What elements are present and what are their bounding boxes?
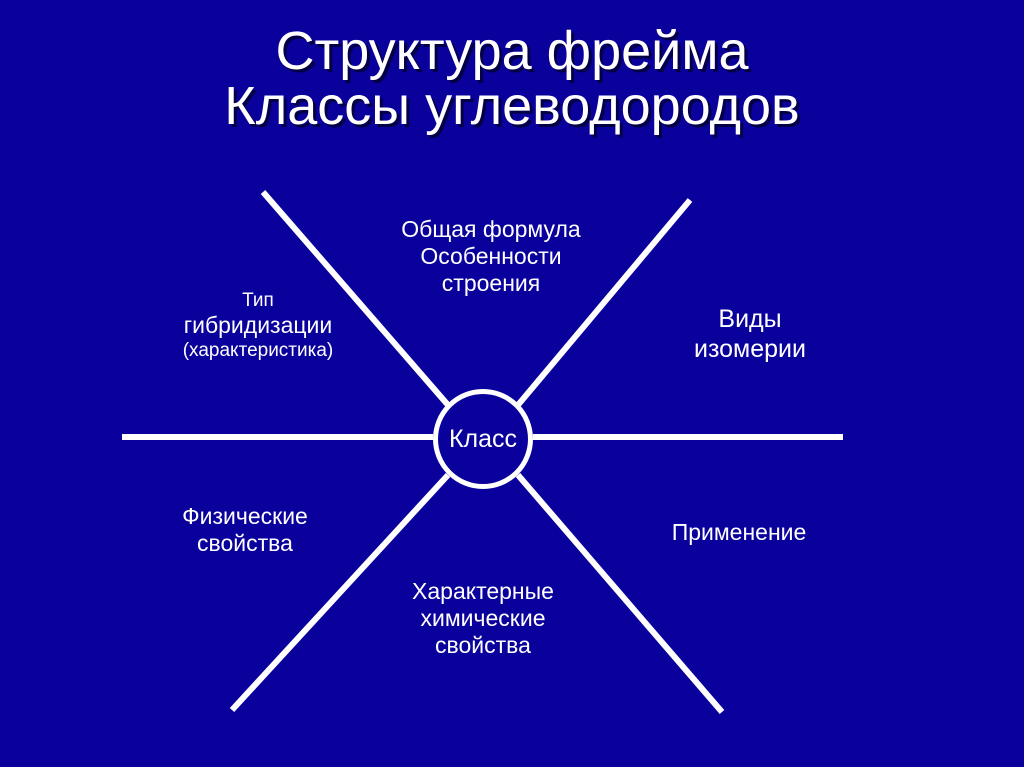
- label-chemical-line-2: химические: [420, 605, 546, 632]
- label-application[interactable]: Применение: [584, 519, 894, 546]
- label-general-formula-line-3: строения: [441, 270, 541, 297]
- title-line-1: Структура фрейма: [275, 21, 749, 81]
- title-line-2: Классы углеводородов: [224, 76, 800, 137]
- spoke-lower-right-line: [515, 473, 725, 714]
- label-isomery-kinds[interactable]: Виды изомерии: [620, 305, 880, 364]
- label-physical-line-2: свойства: [197, 530, 293, 557]
- spoke-upper-left-line: [260, 190, 451, 407]
- spoke-lower-left-line: [229, 472, 451, 713]
- spoke-upper-right-line: [515, 198, 693, 407]
- label-physical-properties[interactable]: Физические свойства: [95, 503, 395, 557]
- label-hybridization-line-3: (характеристика): [182, 339, 334, 361]
- label-hybridization-type[interactable]: Тип гибридизации (характеристика): [98, 290, 418, 362]
- label-chemical-line-3: свойства: [435, 632, 531, 659]
- center-node-label: Класс: [448, 424, 518, 453]
- label-hybridization-line-2: гибридизации: [183, 312, 333, 339]
- label-general-formula-line-1: Общая формула: [401, 216, 581, 242]
- label-isomery-line-2: изомерии: [694, 334, 806, 363]
- label-isomery-line-1: Виды: [718, 305, 782, 333]
- label-chemical-properties[interactable]: Характерные химические свойства: [313, 578, 653, 659]
- label-hybridization-line-1: Тип: [242, 290, 274, 311]
- label-application-line-1: Применение: [671, 519, 807, 545]
- label-general-formula-line-2: Особенности: [420, 243, 562, 270]
- label-general-formula[interactable]: Общая формула Особенности строения: [321, 216, 661, 297]
- page-title: Структура фрейма Классы углеводородов: [0, 21, 1024, 137]
- label-chemical-line-1: Характерные: [412, 578, 554, 604]
- center-node-class[interactable]: Класс: [433, 389, 533, 489]
- label-physical-line-1: Физические: [182, 503, 308, 529]
